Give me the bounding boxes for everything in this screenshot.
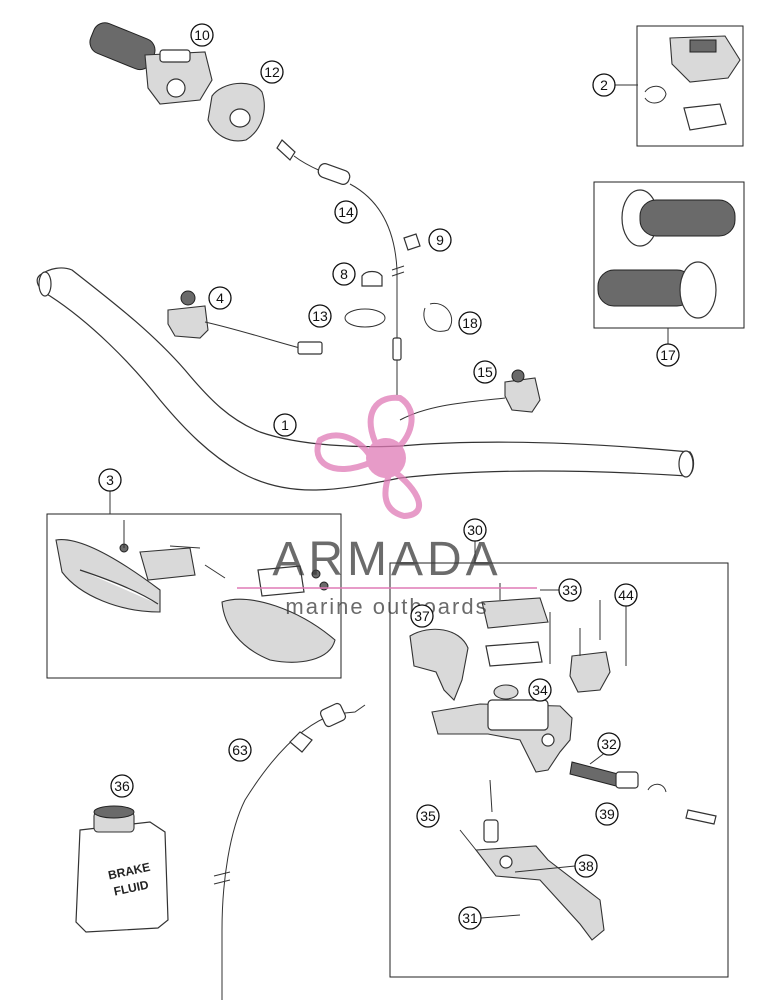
callout-31: 31 (458, 906, 521, 930)
svg-text:33: 33 (562, 582, 578, 598)
o-ring (344, 308, 386, 328)
brake-hose (213, 702, 366, 1000)
callout-37: 37 (410, 604, 434, 628)
callout-32: 32 (589, 732, 621, 765)
start-switch (644, 35, 741, 131)
svg-text:38: 38 (578, 858, 594, 874)
callout-63: 63 (228, 738, 252, 762)
propeller-blade (367, 394, 415, 459)
svg-text:12: 12 (264, 64, 280, 80)
propeller-hub (366, 438, 406, 478)
callout-30: 30 (463, 518, 487, 563)
callout-17: 17 (656, 328, 680, 367)
callout-35: 35 (416, 804, 440, 828)
watermark-tagline: marine outboards (285, 594, 488, 619)
brake-fluid-bottle: BRAKE FLUID (75, 805, 169, 933)
callout-36: 36 (110, 774, 134, 798)
frame-master-cylinder (389, 562, 729, 978)
svg-text:31: 31 (462, 910, 478, 926)
svg-text:63: 63 (232, 742, 248, 758)
frame-grips (593, 181, 745, 329)
svg-text:17: 17 (660, 347, 676, 363)
callout-14: 14 (334, 200, 358, 224)
svg-text:8: 8 (340, 266, 348, 282)
armada-watermark: ARMADA marine outboards (237, 394, 537, 619)
callout-34: 34 (528, 678, 552, 702)
callout-4: 4 (208, 286, 232, 310)
svg-text:9: 9 (436, 232, 444, 248)
svg-text:35: 35 (420, 808, 436, 824)
svg-text:2: 2 (600, 77, 608, 93)
svg-text:10: 10 (194, 27, 210, 43)
svg-text:37: 37 (414, 608, 430, 624)
callout-18: 18 (458, 311, 482, 335)
propeller-blade (382, 466, 423, 520)
callout-10: 10 (190, 23, 214, 47)
callout-2: 2 (592, 73, 638, 97)
watermark-brand: ARMADA (272, 533, 501, 586)
callout-44: 44 (614, 583, 638, 666)
svg-text:34: 34 (532, 682, 548, 698)
svg-text:32: 32 (601, 736, 617, 752)
propeller-blade (314, 432, 376, 472)
frame-guard-kit (46, 513, 342, 679)
callout-3: 3 (98, 468, 122, 514)
svg-text:13: 13 (312, 308, 328, 324)
cable-clip (361, 270, 383, 287)
svg-text:39: 39 (599, 806, 615, 822)
svg-text:1: 1 (281, 417, 289, 433)
master-cylinder-assembly (409, 583, 717, 941)
callout-12: 12 (260, 60, 284, 84)
rubber-cap (403, 233, 421, 251)
svg-text:44: 44 (618, 587, 634, 603)
kill-switch (167, 290, 323, 355)
callout-13: 13 (308, 304, 332, 328)
callout-15: 15 (473, 360, 497, 384)
throttle-cable (276, 139, 405, 395)
svg-text:4: 4 (216, 290, 224, 306)
callout-33: 33 (540, 578, 582, 664)
frame-switch (636, 25, 744, 147)
propeller-logo (314, 394, 423, 520)
grip-set (597, 189, 736, 319)
svg-text:30: 30 (467, 522, 483, 538)
map-switch (399, 369, 541, 421)
cable-tie (423, 302, 453, 332)
throttle-grip (89, 22, 213, 105)
svg-text:14: 14 (338, 204, 354, 220)
handlebar (36, 267, 695, 491)
callout-8: 8 (332, 262, 356, 286)
callout-39: 39 (595, 802, 619, 826)
throttle-cover (207, 82, 265, 142)
svg-text:18: 18 (462, 315, 478, 331)
callout-9: 9 (428, 228, 452, 252)
svg-text:15: 15 (477, 364, 493, 380)
svg-text:3: 3 (106, 472, 114, 488)
svg-text:36: 36 (114, 778, 130, 794)
callout-1: 1 (273, 413, 297, 437)
callout-38: 38 (514, 854, 598, 878)
